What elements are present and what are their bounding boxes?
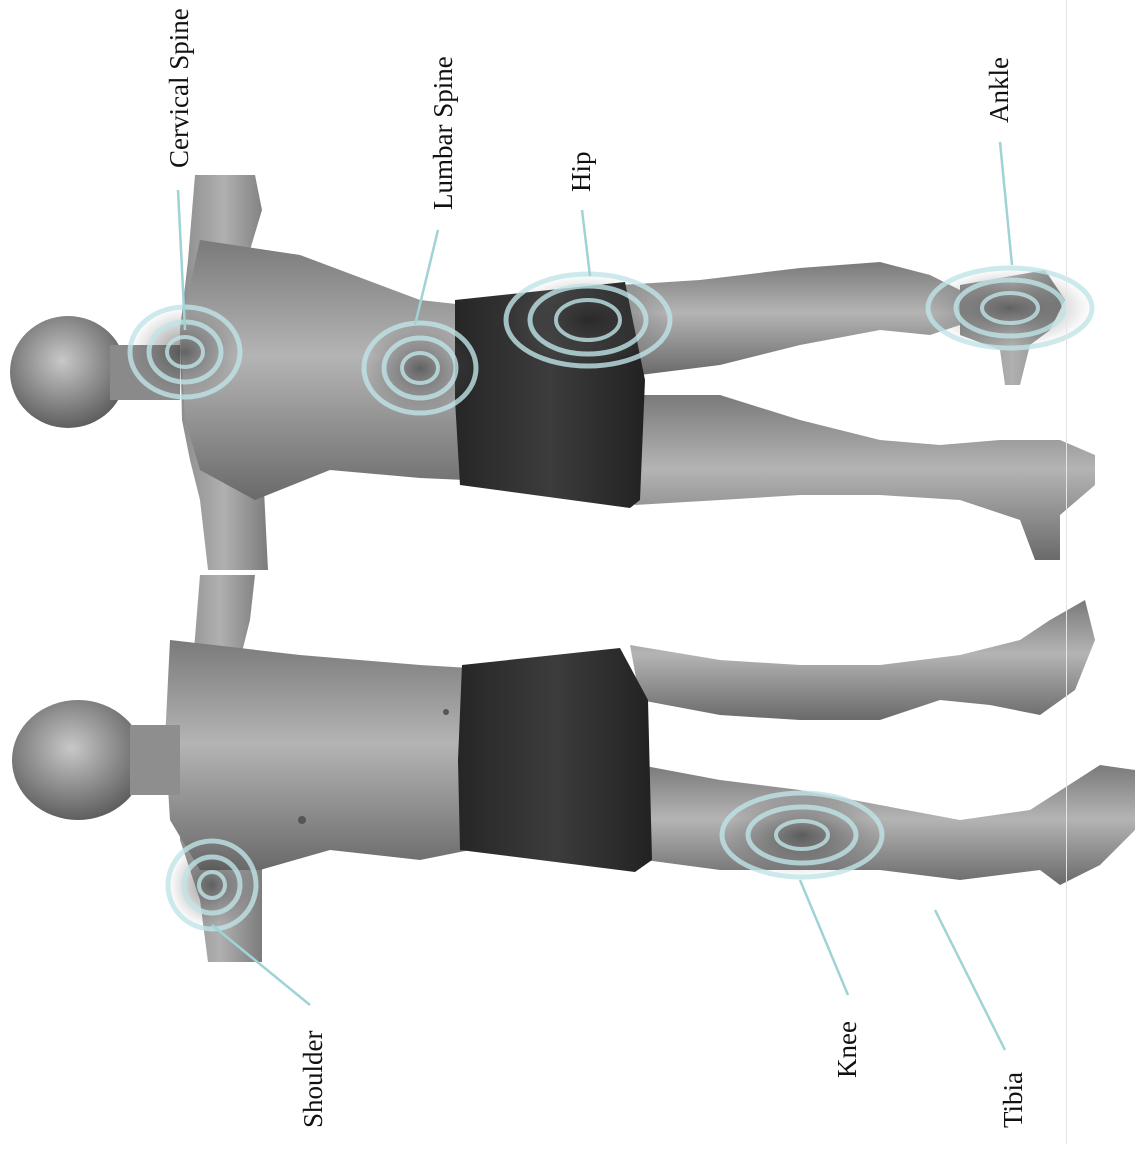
back-leg-lower xyxy=(630,395,1095,560)
front-nipple xyxy=(298,816,306,824)
leader-tibia xyxy=(935,910,1005,1050)
leader-knee xyxy=(800,880,848,995)
hotspot-shoulder[interactable] xyxy=(168,841,256,929)
front-navel xyxy=(443,709,449,715)
page-edge-divider xyxy=(1066,0,1067,1144)
label-knee: Knee xyxy=(834,1021,861,1078)
hotspot-hip[interactable] xyxy=(506,274,670,366)
front-shorts xyxy=(458,648,652,872)
label-hip: Hip xyxy=(568,152,595,193)
front-leg-lower xyxy=(640,765,1135,885)
front-torso xyxy=(165,640,470,870)
leader-ankle xyxy=(1000,142,1012,265)
hotspot-lumbar-spine[interactable] xyxy=(364,323,476,413)
label-lumbar-spine: Lumbar Spine xyxy=(430,56,457,210)
back-head xyxy=(10,316,126,428)
label-shoulder: Shoulder xyxy=(300,1031,327,1129)
label-ankle: Ankle xyxy=(986,57,1013,123)
front-neck xyxy=(130,725,180,795)
front-leg-upper xyxy=(630,600,1095,720)
label-cervical-spine: Cervical Spine xyxy=(166,8,193,168)
label-tibia: Tibia xyxy=(1000,1072,1027,1128)
leader-hip xyxy=(582,210,590,276)
hotspot-knee[interactable] xyxy=(722,793,882,877)
front-head xyxy=(12,700,144,820)
hotspot-ankle[interactable] xyxy=(928,268,1092,348)
